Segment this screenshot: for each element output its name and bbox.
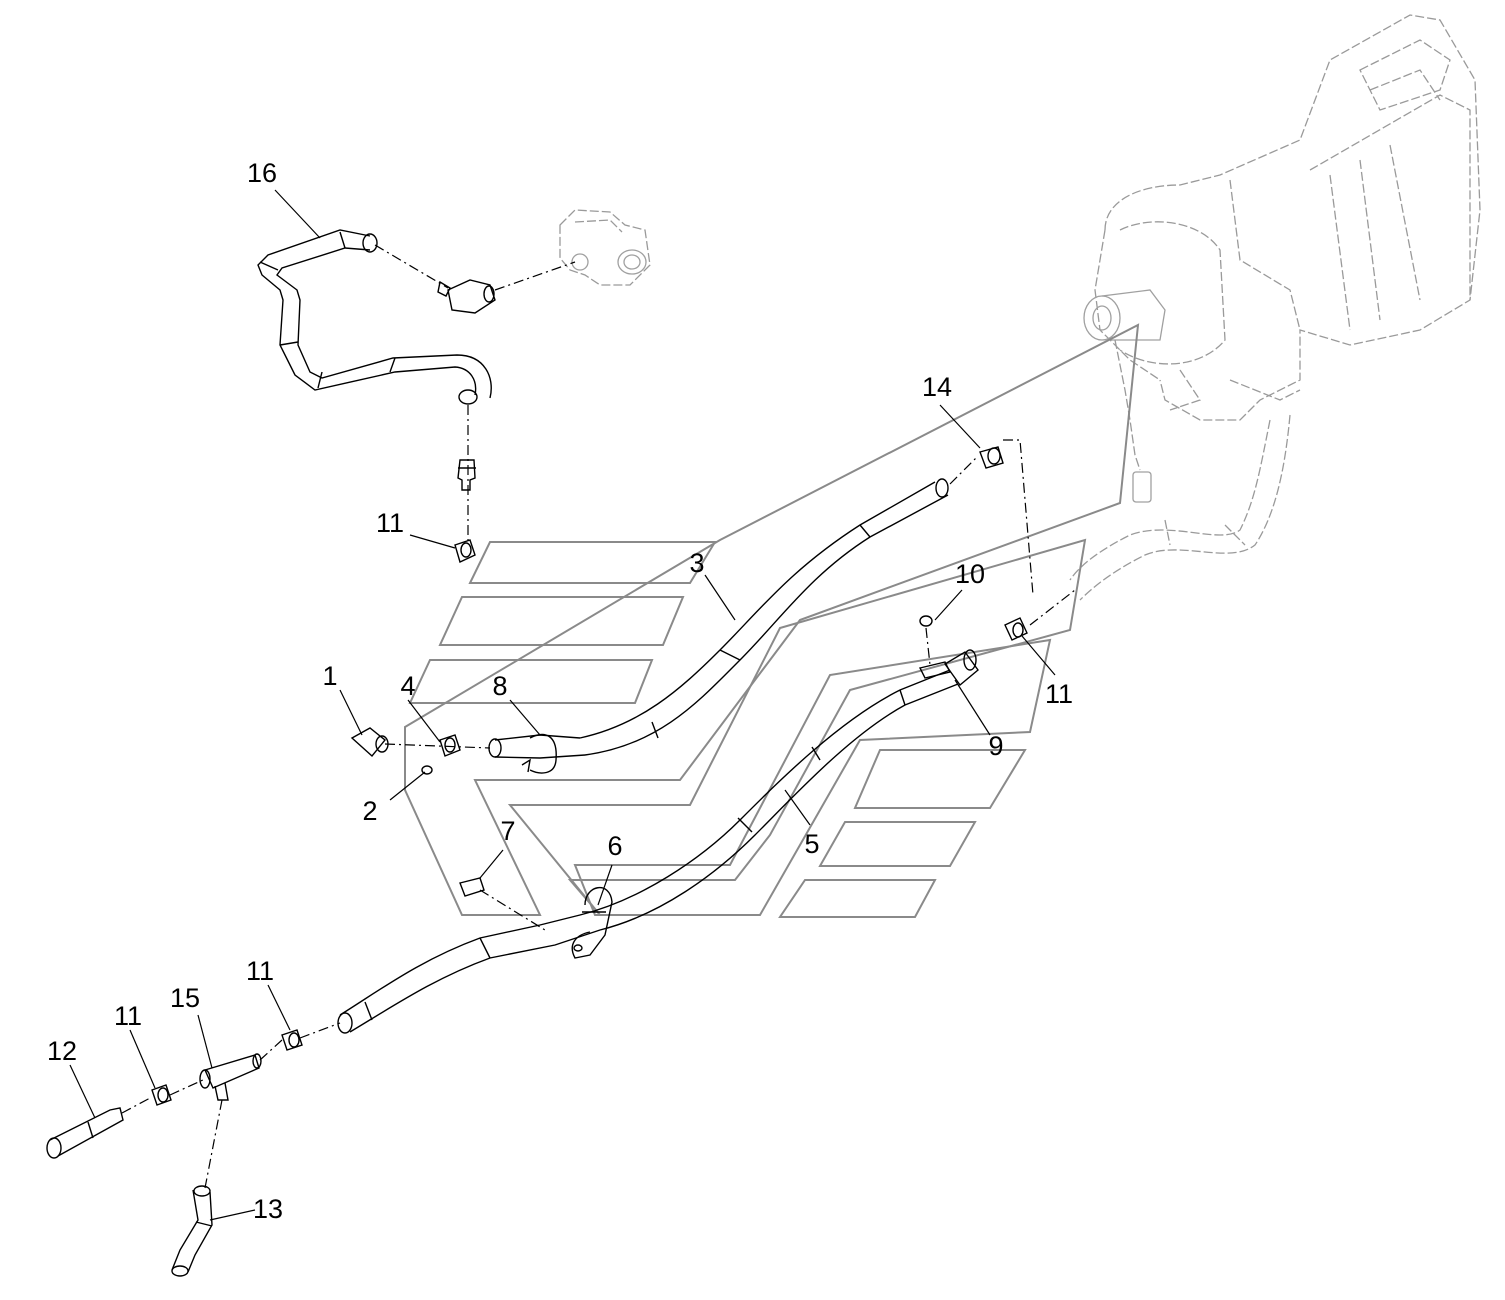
callout-5: 5: [804, 829, 819, 859]
callout-16: 16: [247, 158, 277, 188]
callout-9: 9: [988, 731, 1003, 761]
callout-11-top: 11: [376, 508, 404, 538]
bracket-6: [571, 886, 613, 959]
callout-1: 1: [322, 661, 337, 691]
callout-6: 6: [607, 831, 622, 861]
callout-10: 10: [955, 559, 985, 589]
hose-8: [488, 733, 586, 774]
leader-lines: [69, 189, 1056, 1221]
hose-13: [46, 1107, 124, 1159]
callout-11-right: 11: [1045, 679, 1073, 709]
hose-14: [171, 1185, 213, 1277]
hose-16: [257, 229, 492, 405]
callout-14: 13: [253, 1194, 283, 1224]
callout-11-left: 11: [114, 1001, 142, 1031]
routing-guides: [404, 323, 1140, 918]
callout-4: 4: [400, 671, 415, 701]
fittings: [350, 615, 933, 897]
callout-12: 14: [922, 372, 952, 402]
nipple-connector: [457, 459, 476, 491]
callout-15: 15: [170, 983, 200, 1013]
callout-7: 7: [500, 816, 515, 846]
callout-labels: 16 11 3 1 4 8 2 14 10 11 9 5 6 7 11 15 1…: [47, 158, 1073, 1224]
hose-clamp-9: [918, 649, 979, 687]
hvac-unit-ghost: [1069, 14, 1481, 601]
callout-2: 2: [362, 796, 377, 826]
small-clamps: [151, 446, 1028, 1106]
callout-13: 12: [47, 1036, 77, 1066]
control-valve-ghost: [559, 209, 651, 286]
hose-3: [579, 478, 949, 756]
callout-3: 3: [689, 548, 704, 578]
callout-11-lower: 11: [246, 956, 274, 986]
hose-5: [337, 669, 959, 1034]
assembly-lines: [121, 244, 1076, 1189]
callout-8: 8: [492, 671, 507, 701]
elbow-connector: [437, 279, 496, 314]
tee-fitting-15: [199, 1053, 262, 1101]
